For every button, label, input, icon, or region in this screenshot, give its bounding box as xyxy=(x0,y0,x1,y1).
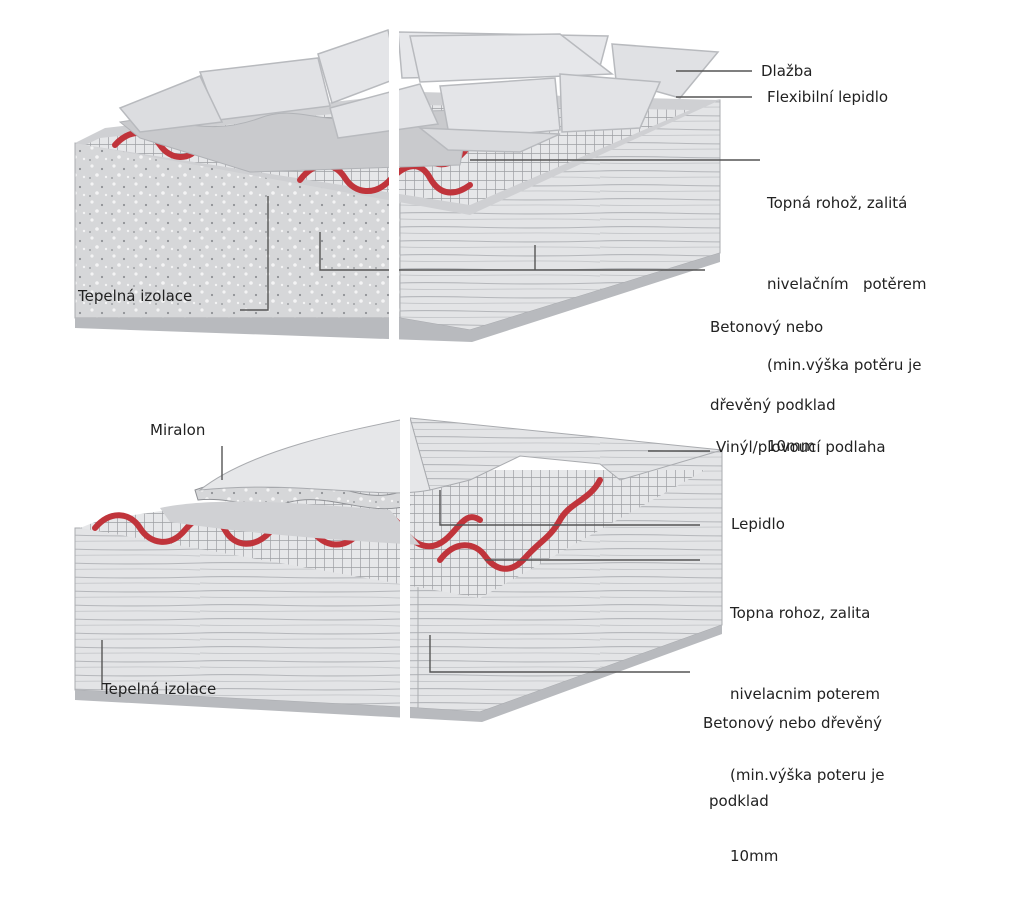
bottom-vinyl-cut xyxy=(198,417,431,494)
label-heating-mat-line-4: 10mm xyxy=(767,437,816,455)
bottom-heating-cable-2 xyxy=(437,477,603,572)
top-layer-stack xyxy=(74,29,721,342)
top-leader-lines xyxy=(240,70,760,311)
top-cut-divider xyxy=(389,20,399,350)
bottom-layer-stack xyxy=(74,417,723,722)
label-thermal-insulation-bottom: Tepelná izolace xyxy=(102,680,217,698)
label-heating-mat-bottom-line-2: nivelacnim poterem xyxy=(730,685,880,703)
label-substrate-bottom-line-1: Betonový nebo dřevěný xyxy=(703,714,883,732)
label-substrate-bottom: Betonový nebo dřevěný podklad xyxy=(703,658,882,840)
label-heating-mat: Topná rohož, zalitá nivelačním potěrem (… xyxy=(767,136,926,487)
label-heating-mat-line-2: nivelačním potěrem xyxy=(767,275,927,293)
label-heating-mat-line-1: Topná rohož, zalitá xyxy=(767,194,908,212)
bottom-leader-lines xyxy=(101,446,710,690)
label-substrate-line-2: dřevěný podklad xyxy=(710,396,836,414)
label-heating-mat-bottom-line-4: 10mm xyxy=(730,847,779,865)
leader-thermal-insulation xyxy=(240,196,269,311)
top-slab-bottom-edge xyxy=(75,253,720,342)
bottom-base-edge xyxy=(75,625,722,722)
label-heating-mat-bottom-line-1: Topna rohoz, zalita xyxy=(730,604,871,622)
label-thermal-insulation: Tepelná izolace xyxy=(78,287,193,305)
bottom-cut-divider xyxy=(400,410,410,760)
label-adhesive: Lepidlo xyxy=(731,515,785,533)
label-substrate-line-1: Betonový nebo xyxy=(710,318,824,336)
bottom-adhesive-layer xyxy=(160,501,420,545)
label-heating-mat-line-3: (min.výška potěru je xyxy=(767,356,922,374)
bottom-vinyl-floor xyxy=(409,417,723,491)
leader-substrate-bottom xyxy=(429,635,690,673)
label-miralon: Miralon xyxy=(150,421,206,439)
label-tiles: Dlažba xyxy=(761,62,813,80)
top-tiles xyxy=(118,29,720,153)
label-substrate-bottom-line-2: podklad xyxy=(709,792,769,810)
label-flexible-adhesive: Flexibilní lepidlo xyxy=(767,88,889,106)
label-substrate: Betonový nebo dřevěný podklad xyxy=(710,262,836,444)
leader-substrate xyxy=(319,232,705,271)
leader-adhesive xyxy=(439,490,700,526)
label-vinyl-floor: Vinýl/plovoucí podlaha xyxy=(716,438,886,456)
floor-heating-diagrams xyxy=(74,20,760,760)
